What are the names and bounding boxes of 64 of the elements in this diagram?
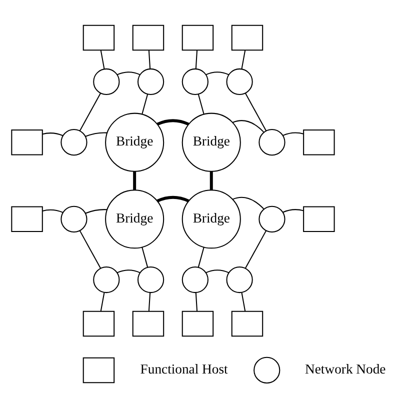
node-circle [60,206,88,232]
node-box [82,24,115,51]
connector [79,230,101,268]
connector [206,72,229,76]
connector [241,50,246,70]
connector [195,292,198,312]
node-box [132,24,164,51]
node-circle [254,356,280,384]
node-circle [258,129,286,156]
node-circle: Bridge [182,112,241,172]
connector [42,209,64,213]
node-circle [93,68,120,96]
node-box [182,24,214,51]
connector [232,196,264,210]
connector [198,94,204,114]
connector [156,119,190,126]
node-circle [258,206,286,232]
connector [210,171,213,190]
connector [148,292,151,312]
node-circle: Bridge [105,190,164,249]
connector [148,50,151,69]
connector [79,93,101,131]
node-circle: Bridge [182,190,241,249]
node-box [303,129,335,156]
node-circle: Bridge [105,112,164,172]
node-box [303,206,335,232]
connector [142,247,148,268]
connector [100,292,105,312]
node-box [182,310,214,337]
node-circle [226,266,253,294]
legend-label: Network Node [305,361,386,376]
connector [282,132,304,136]
connector [85,132,108,137]
node-circle [137,68,164,96]
legend-label: Functional Host [140,361,228,376]
node-box [231,310,264,337]
node-box [11,129,43,156]
node-circle [182,266,208,294]
connector [206,270,229,274]
connector [116,72,140,76]
connector [42,132,64,136]
connector [232,120,264,132]
connector [142,94,148,114]
connector [195,50,198,69]
node-circle [137,266,164,294]
node-circle [182,68,208,96]
node-box [132,310,164,337]
node-box [231,24,264,51]
connector [245,93,267,131]
connector [198,247,204,268]
node-circle [60,129,88,156]
connector [245,230,266,268]
connector [100,50,105,70]
connector [116,270,140,274]
node-box [82,310,115,337]
node-box [82,357,115,384]
connector [156,196,190,202]
connector [133,171,136,190]
node-circle [93,266,120,294]
connector [282,209,304,213]
node-box [11,206,43,232]
node-circle [226,68,253,96]
connector [85,209,108,214]
connector [241,292,246,312]
